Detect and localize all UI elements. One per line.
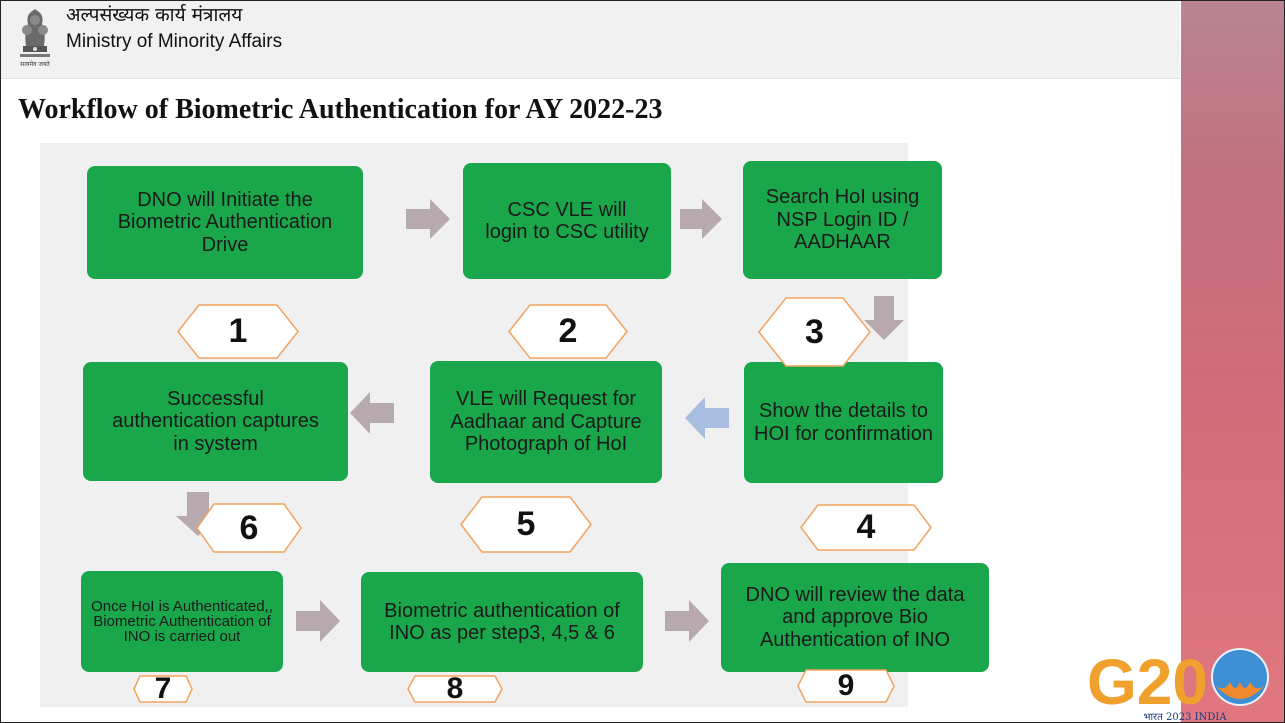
step-text-8: Biometric authentication of INO as per s…	[384, 599, 620, 644]
page-title: Workflow of Biometric Authentication for…	[18, 94, 663, 125]
step-text-3: Search HoI using NSP Login ID / AADHAAR	[765, 186, 920, 254]
step-number-label-6: 6	[239, 508, 259, 547]
step-box-5: VLE will Request for Aadhaar and Capture…	[430, 361, 662, 483]
step-number-label-2: 2	[558, 312, 578, 350]
step-box-2: CSC VLE will login to CSC utility	[463, 163, 671, 279]
step-number-5: 5	[460, 496, 592, 553]
arrow-right-7-8	[296, 600, 340, 642]
arrow-left-5-6	[350, 392, 394, 434]
header-bar: सत्यमेव जयते अल्पसंख्यक कार्य मंत्रालय M…	[0, 0, 1180, 79]
step-number-9: 9	[797, 669, 895, 703]
step-number-label-4: 4	[856, 508, 876, 546]
step-number-1: 1	[177, 304, 299, 359]
national-emblem-icon: सत्यमेव जयते	[20, 9, 50, 68]
step-text-6: Successful authentication captures in sy…	[112, 387, 319, 455]
g20-tagline: भारत 2023 INDIA	[1143, 712, 1227, 723]
step-number-label-8: 8	[446, 672, 464, 705]
step-box-1: DNO will Initiate the Biometric Authenti…	[87, 166, 363, 279]
arrow-down-3-4	[864, 296, 904, 340]
step-text-9: DNO will review the data and approve Bio…	[745, 583, 965, 651]
emblem-motto: सत्यमेव जयते	[20, 60, 50, 68]
step-text-2: CSC VLE will login to CSC utility	[485, 198, 649, 243]
step-number-2: 2	[508, 304, 628, 359]
arrow-left-4-5	[685, 397, 729, 439]
ministry-name-english: Ministry of Minority Affairs	[66, 31, 283, 52]
step-number-label-5: 5	[516, 505, 536, 543]
step-box-8: Biometric authentication of INO as per s…	[361, 572, 643, 672]
step-text-4: Show the details to HOI for confirmation	[754, 400, 933, 445]
step-text-5: VLE will Request for Aadhaar and Capture…	[450, 388, 642, 456]
step-number-label-7: 7	[154, 672, 172, 705]
step-text-7: Once HoI is Authenticated,, Biometric Au…	[91, 598, 273, 645]
decorative-sidebar	[1181, 0, 1285, 723]
step-box-6: Successful authentication captures in sy…	[83, 362, 348, 481]
step-number-label-3: 3	[805, 312, 824, 351]
step-box-9: DNO will review the data and approve Bio…	[721, 563, 989, 672]
step-number-label-9: 9	[837, 669, 855, 702]
step-number-3: 3	[758, 297, 871, 367]
arrow-right-8-9	[665, 600, 709, 642]
step-box-7: Once HoI is Authenticated,, Biometric Au…	[81, 571, 283, 672]
step-number-6: 6	[196, 503, 302, 553]
step-box-3: Search HoI using NSP Login ID / AADHAAR	[743, 161, 942, 279]
step-text-1: DNO will Initiate the Biometric Authenti…	[117, 188, 333, 256]
step-number-4: 4	[800, 504, 932, 551]
step-number-label-1: 1	[228, 312, 248, 350]
g20-logo: G20 भारत 2023 INDIA	[1087, 646, 1269, 723]
step-number-7: 7	[133, 672, 193, 705]
step-box-4: Show the details to HOI for confirmation	[744, 362, 943, 483]
g20-logo-text: G20	[1087, 646, 1208, 718]
step-number-8: 8	[407, 672, 503, 705]
arrow-right-1-2	[406, 199, 450, 239]
arrow-right-2-3	[680, 199, 722, 239]
ministry-name-hindi: अल्पसंख्यक कार्य मंत्रालय	[66, 4, 243, 26]
